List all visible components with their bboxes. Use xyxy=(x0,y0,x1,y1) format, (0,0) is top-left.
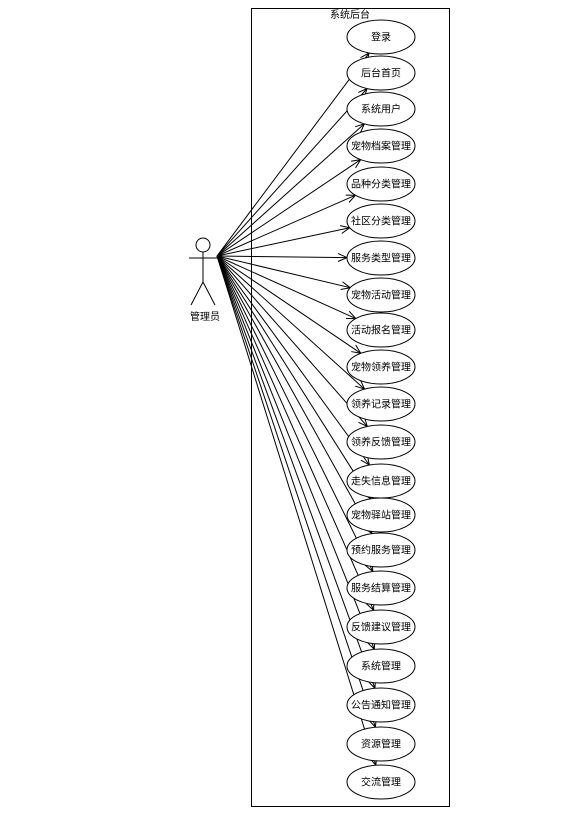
association-line xyxy=(216,255,375,688)
use-case-label: 后台首页 xyxy=(361,67,401,80)
use-case-ellipse xyxy=(346,277,416,313)
use-case: 预约服务管理 xyxy=(346,532,416,568)
use-case: 领养记录管理 xyxy=(346,386,416,422)
association-line xyxy=(216,255,372,534)
association-line xyxy=(216,255,350,288)
use-case-label: 公告通知管理 xyxy=(351,699,411,712)
use-case: 宠物领养管理 xyxy=(346,349,416,385)
use-case-ellipse xyxy=(346,424,416,460)
association-line xyxy=(216,53,369,257)
association-line xyxy=(216,255,375,727)
use-case-label: 宠物领养管理 xyxy=(351,361,411,374)
use-case-label: 服务类型管理 xyxy=(351,252,411,265)
use-case-ellipse xyxy=(346,764,416,800)
use-case: 服务结算管理 xyxy=(346,570,416,606)
use-case: 公告通知管理 xyxy=(346,687,416,723)
association-line xyxy=(216,255,371,499)
use-case-list: 登录后台首页系统用户宠物档案管理品种分类管理社区分类管理服务类型管理宠物活动管理… xyxy=(346,19,416,800)
actor-figure xyxy=(189,237,217,306)
use-case-label: 宠物档案管理 xyxy=(351,140,411,153)
use-case-ellipse xyxy=(346,128,416,164)
use-case-label: 社区分类管理 xyxy=(351,215,411,228)
use-case-label: 系统管理 xyxy=(361,660,401,673)
use-case-label: 资源管理 xyxy=(361,738,401,751)
use-case: 品种分类管理 xyxy=(346,166,416,202)
use-case-label: 走失信息管理 xyxy=(351,475,411,488)
association-line xyxy=(216,255,361,353)
association-line xyxy=(216,255,369,465)
use-case-ellipse xyxy=(346,91,416,127)
use-case-ellipse xyxy=(346,55,416,91)
use-case-ellipse xyxy=(346,497,416,533)
use-case-label: 登录 xyxy=(371,31,391,44)
use-case: 活动报名管理 xyxy=(346,312,416,348)
use-case: 后台首页 xyxy=(346,55,416,91)
use-case: 服务类型管理 xyxy=(346,240,416,276)
use-case-ellipse xyxy=(346,570,416,606)
use-case: 系统用户 xyxy=(346,91,416,127)
use-case-label: 服务结算管理 xyxy=(351,582,411,595)
system-boundary xyxy=(251,8,450,807)
actor-head xyxy=(195,237,211,253)
use-case: 走失信息管理 xyxy=(346,463,416,499)
use-case: 社区分类管理 xyxy=(346,203,416,239)
use-case-ellipse xyxy=(346,687,416,723)
association-line xyxy=(216,255,376,765)
use-case-label: 反馈建议管理 xyxy=(351,621,411,634)
use-case: 反馈建议管理 xyxy=(346,609,416,645)
use-case-label: 预约服务管理 xyxy=(351,544,411,557)
association-line xyxy=(216,256,347,258)
use-case-ellipse xyxy=(346,349,416,385)
association-line xyxy=(216,255,356,319)
association-lines xyxy=(216,53,376,765)
use-case: 登录 xyxy=(346,19,416,55)
use-case-label: 系统用户 xyxy=(361,103,401,116)
use-case: 交流管理 xyxy=(346,764,416,800)
use-case: 系统管理 xyxy=(346,648,416,684)
use-case-ellipse xyxy=(346,203,416,239)
use-case-label: 品种分类管理 xyxy=(351,178,411,191)
association-line xyxy=(216,89,367,257)
association-line xyxy=(216,124,364,257)
use-case-label: 领养记录管理 xyxy=(351,398,411,411)
use-case-label: 交流管理 xyxy=(361,776,401,789)
use-case-ellipse xyxy=(346,240,416,276)
association-line xyxy=(216,255,365,389)
system-title: 系统后台 xyxy=(330,10,370,21)
use-case-label: 宠物活动管理 xyxy=(351,289,411,302)
use-case-ellipse xyxy=(346,166,416,202)
use-case-label: 领养反馈管理 xyxy=(351,436,411,449)
use-case: 资源管理 xyxy=(346,726,416,762)
association-line xyxy=(216,255,367,426)
use-case-ellipse xyxy=(346,726,416,762)
actor-label: 管理员 xyxy=(190,312,220,323)
use-case-label: 活动报名管理 xyxy=(351,324,411,337)
use-case: 领养反馈管理 xyxy=(346,424,416,460)
use-case-label: 宠物驿站管理 xyxy=(351,509,411,522)
use-case-ellipse xyxy=(346,312,416,348)
association-line xyxy=(216,160,361,257)
association-line xyxy=(216,195,356,257)
use-case-ellipse xyxy=(346,532,416,568)
use-case-ellipse xyxy=(346,19,416,55)
association-line xyxy=(216,255,373,572)
use-case-ellipse xyxy=(346,648,416,684)
use-case: 宠物活动管理 xyxy=(346,277,416,313)
actor-right-leg xyxy=(202,281,216,306)
use-case-ellipse xyxy=(346,609,416,645)
use-case: 宠物驿站管理 xyxy=(346,497,416,533)
actor-left-leg xyxy=(190,281,204,306)
use-case-ellipse xyxy=(346,386,416,422)
use-case: 宠物档案管理 xyxy=(346,128,416,164)
association-line xyxy=(216,228,350,257)
